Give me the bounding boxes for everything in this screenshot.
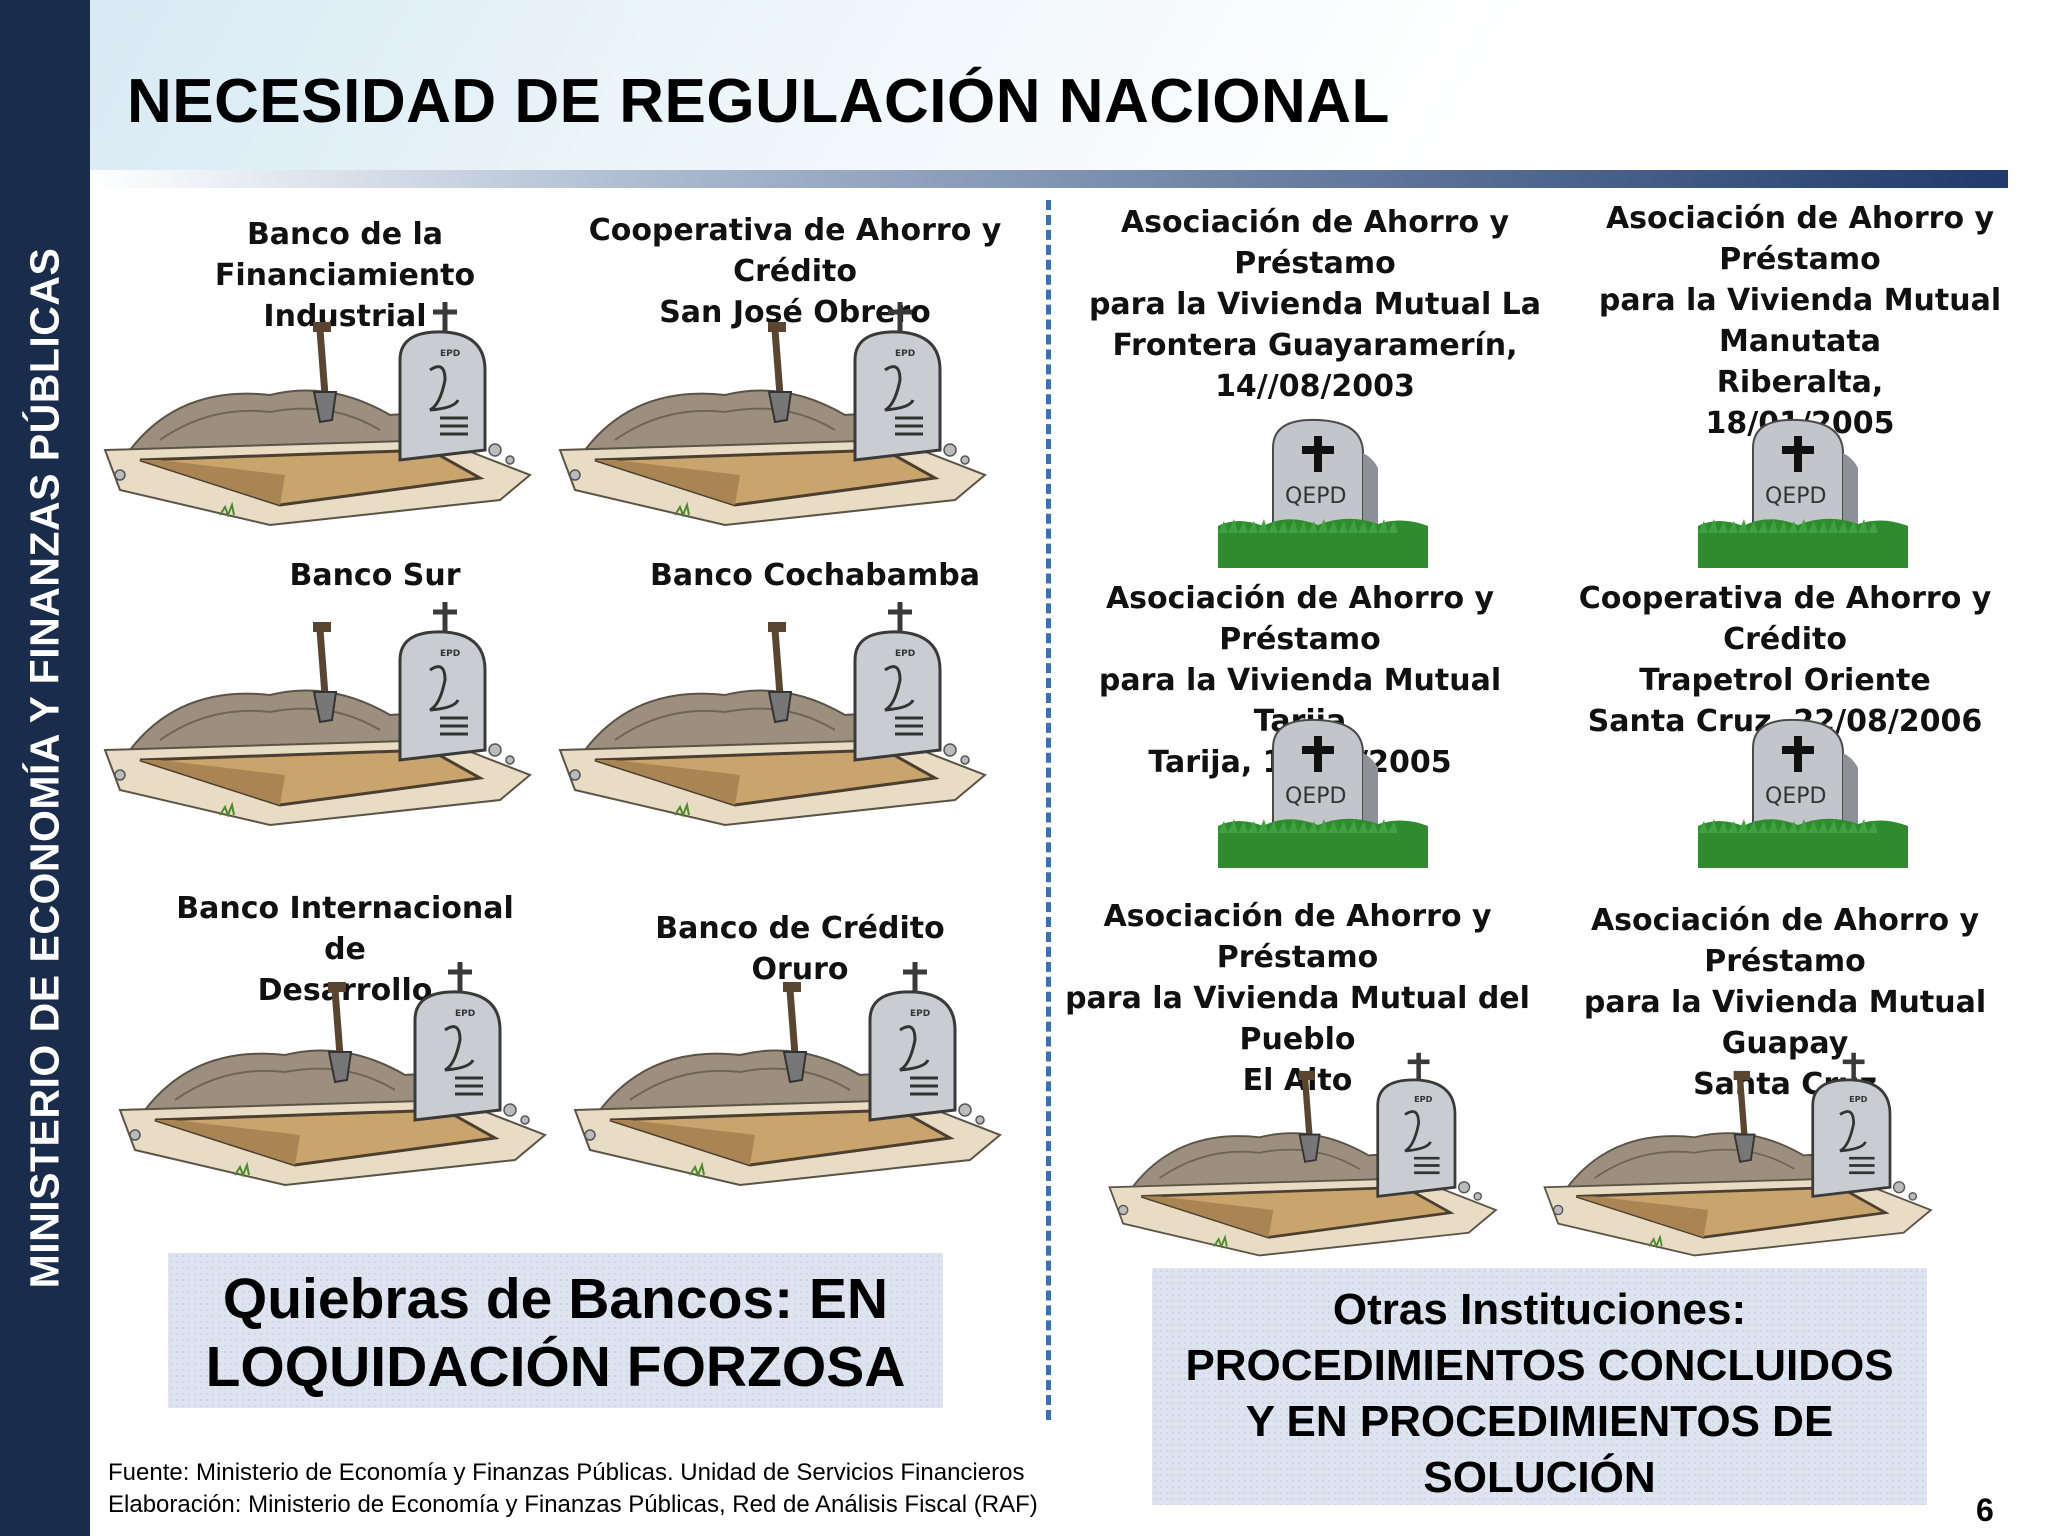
institution-label: Banco Cochabamba <box>649 558 980 593</box>
title-rule <box>90 170 2008 188</box>
institution-label: Banco Internacional de Desarrollo <box>176 891 514 1008</box>
other-institutions-box: Otras Instituciones: PROCEDIMIENTOS CONC… <box>1152 1268 1927 1505</box>
grave-icon <box>570 960 1010 1200</box>
dashed-divider <box>1046 200 1051 1420</box>
grave-icon <box>115 960 555 1200</box>
grave-icon <box>555 300 995 540</box>
institution-label: Banco Sur <box>289 558 461 593</box>
institution-label: Asociación de Ahorro y Préstamo para la … <box>1065 899 1530 1098</box>
institution-label: Banco de la Financiamiento Industrial <box>214 217 476 334</box>
institution-label: Cooperativa de Ahorro y Crédito San José… <box>588 213 1002 330</box>
page-title: NECESIDAD DE REGULACIÓN NACIONAL <box>127 67 1390 136</box>
institution-label: Banco de Crédito Oruro <box>655 911 945 987</box>
source-footer: Fuente: Ministerio de Economía y Finanza… <box>108 1457 1038 1521</box>
source-line: Fuente: Ministerio de Economía y Finanza… <box>108 1459 1025 1486</box>
bank-bankruptcy-box: Quiebras de Bancos: EN LOQUIDACIÓN FORZO… <box>168 1253 943 1408</box>
elaboration-line: Elaboración: Ministerio de Economía y Fi… <box>108 1491 1038 1518</box>
grave-icon <box>1105 1050 1505 1270</box>
grave-icon <box>1540 1050 1940 1270</box>
tombstone-icon <box>1218 408 1428 568</box>
tombstone-icon <box>1698 708 1908 868</box>
institution-label: Cooperativa de Ahorro y Crédito Trapetro… <box>1578 581 1992 739</box>
sidebar: MINISTERIO DE ECONOMÍA Y FINANZAS PÚBLIC… <box>0 0 90 1536</box>
sidebar-title: MINISTERIO DE ECONOMÍA Y FINANZAS PÚBLIC… <box>21 247 68 1289</box>
institution-label: Asociación de Ahorro y Préstamo para la … <box>1088 205 1542 404</box>
tombstone-icon <box>1698 408 1908 568</box>
grave-icon <box>100 600 540 840</box>
grave-icon <box>555 600 995 840</box>
institution-label: Asociación de Ahorro y Préstamo para la … <box>1583 903 1987 1102</box>
header-band <box>90 0 2048 170</box>
grave-icon <box>100 300 540 540</box>
page-number: 6 <box>1976 1492 1994 1528</box>
tombstone-icon <box>1218 708 1428 868</box>
